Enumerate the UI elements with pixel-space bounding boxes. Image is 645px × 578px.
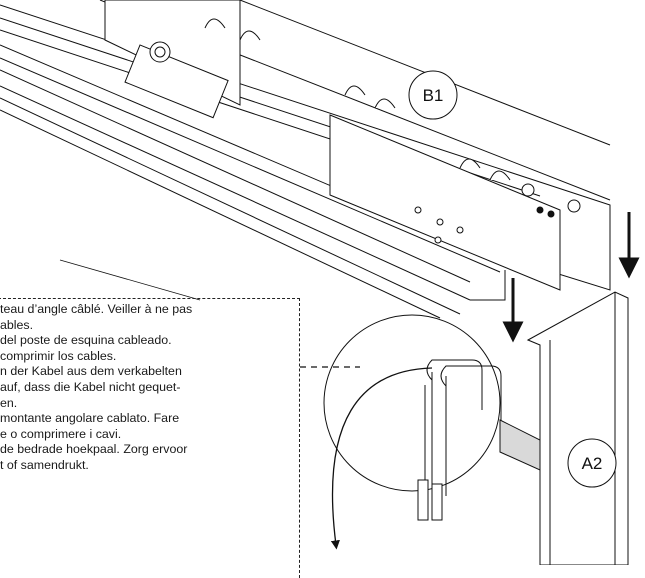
note-line: e o comprimere i cavi. [0, 426, 122, 441]
callout-box [0, 298, 300, 578]
note-line: n der Kabel aus dem verkabelten [0, 364, 182, 379]
bracket-plate [329, 114, 581, 291]
instruction-notes: teau d’angle câblé. Veiller à ne pas abl… [0, 302, 298, 474]
routing-arrow [330, 367, 433, 550]
note-line: t of samendrukt. [0, 457, 89, 472]
note-line: auf, dass die Kabel nicht gequet- [0, 379, 181, 394]
note-line: teau d’angle câblé. Veiller à ne pas [0, 302, 193, 316]
label-b1-text: B1 [423, 86, 444, 105]
cable-duct [104, 0, 511, 181]
assembly-drawing: B1 A2 [0, 0, 640, 565]
label-a2: A2 [567, 438, 617, 488]
label-b1: B1 [408, 70, 458, 120]
corner-post [526, 291, 629, 565]
label-a2-text: A2 [582, 454, 603, 473]
detail-circle [323, 314, 541, 521]
note-line: de bedrade hoekpaal. Zorg ervoor [0, 442, 188, 457]
note-line: comprimir los cables. [0, 348, 117, 363]
note-line: en. [0, 395, 18, 410]
note-line: del poste de esquina cableado. [0, 333, 172, 348]
note-line: ables. [0, 317, 34, 332]
note-line: montante angolare cablato. Fare [0, 411, 180, 426]
